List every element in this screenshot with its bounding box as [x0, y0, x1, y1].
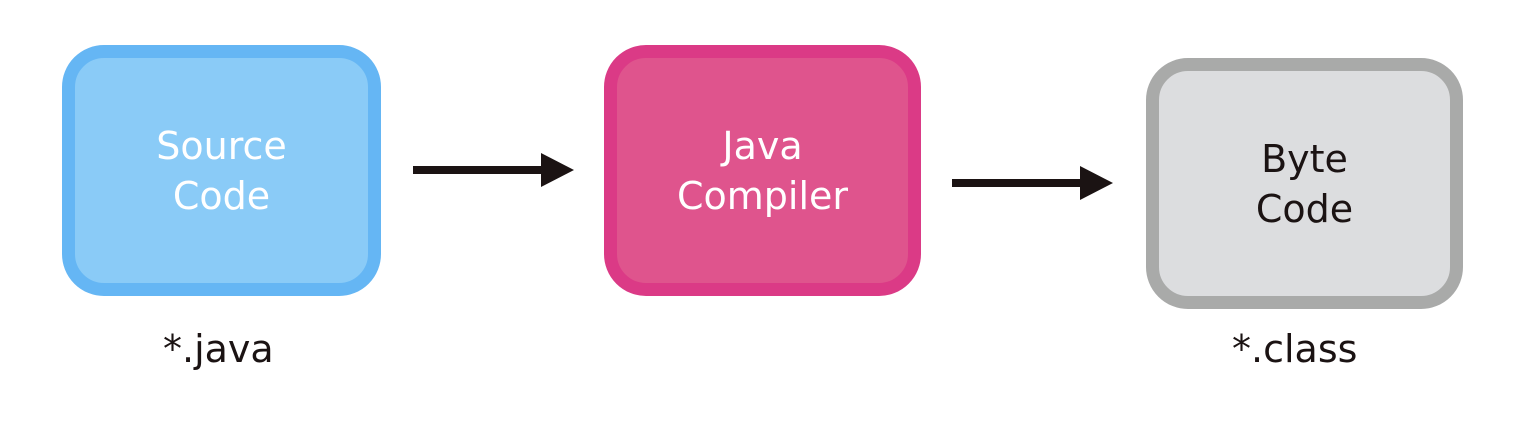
- arrow-source-to-compiler: [413, 153, 574, 187]
- arrow-head: [541, 153, 574, 187]
- source-code-label-line2: Code: [172, 173, 271, 218]
- arrow-compiler-to-bytecode: [952, 166, 1113, 200]
- java-compiler-node: Java Compiler: [604, 45, 921, 296]
- java-compiler-label-line1: Java: [722, 123, 803, 168]
- arrow-head: [1080, 166, 1113, 200]
- class-extension-caption: *.class: [1232, 327, 1358, 371]
- source-code-node: Source Code: [62, 45, 381, 296]
- java-compiler-label-line2: Compiler: [676, 173, 849, 218]
- java-extension-caption: *.java: [163, 327, 274, 371]
- byte-code-label-line1: Byte: [1261, 136, 1348, 181]
- source-code-label-line1: Source: [156, 123, 287, 168]
- byte-code-node: Byte Code: [1146, 58, 1463, 309]
- byte-code-label-line2: Code: [1255, 186, 1354, 231]
